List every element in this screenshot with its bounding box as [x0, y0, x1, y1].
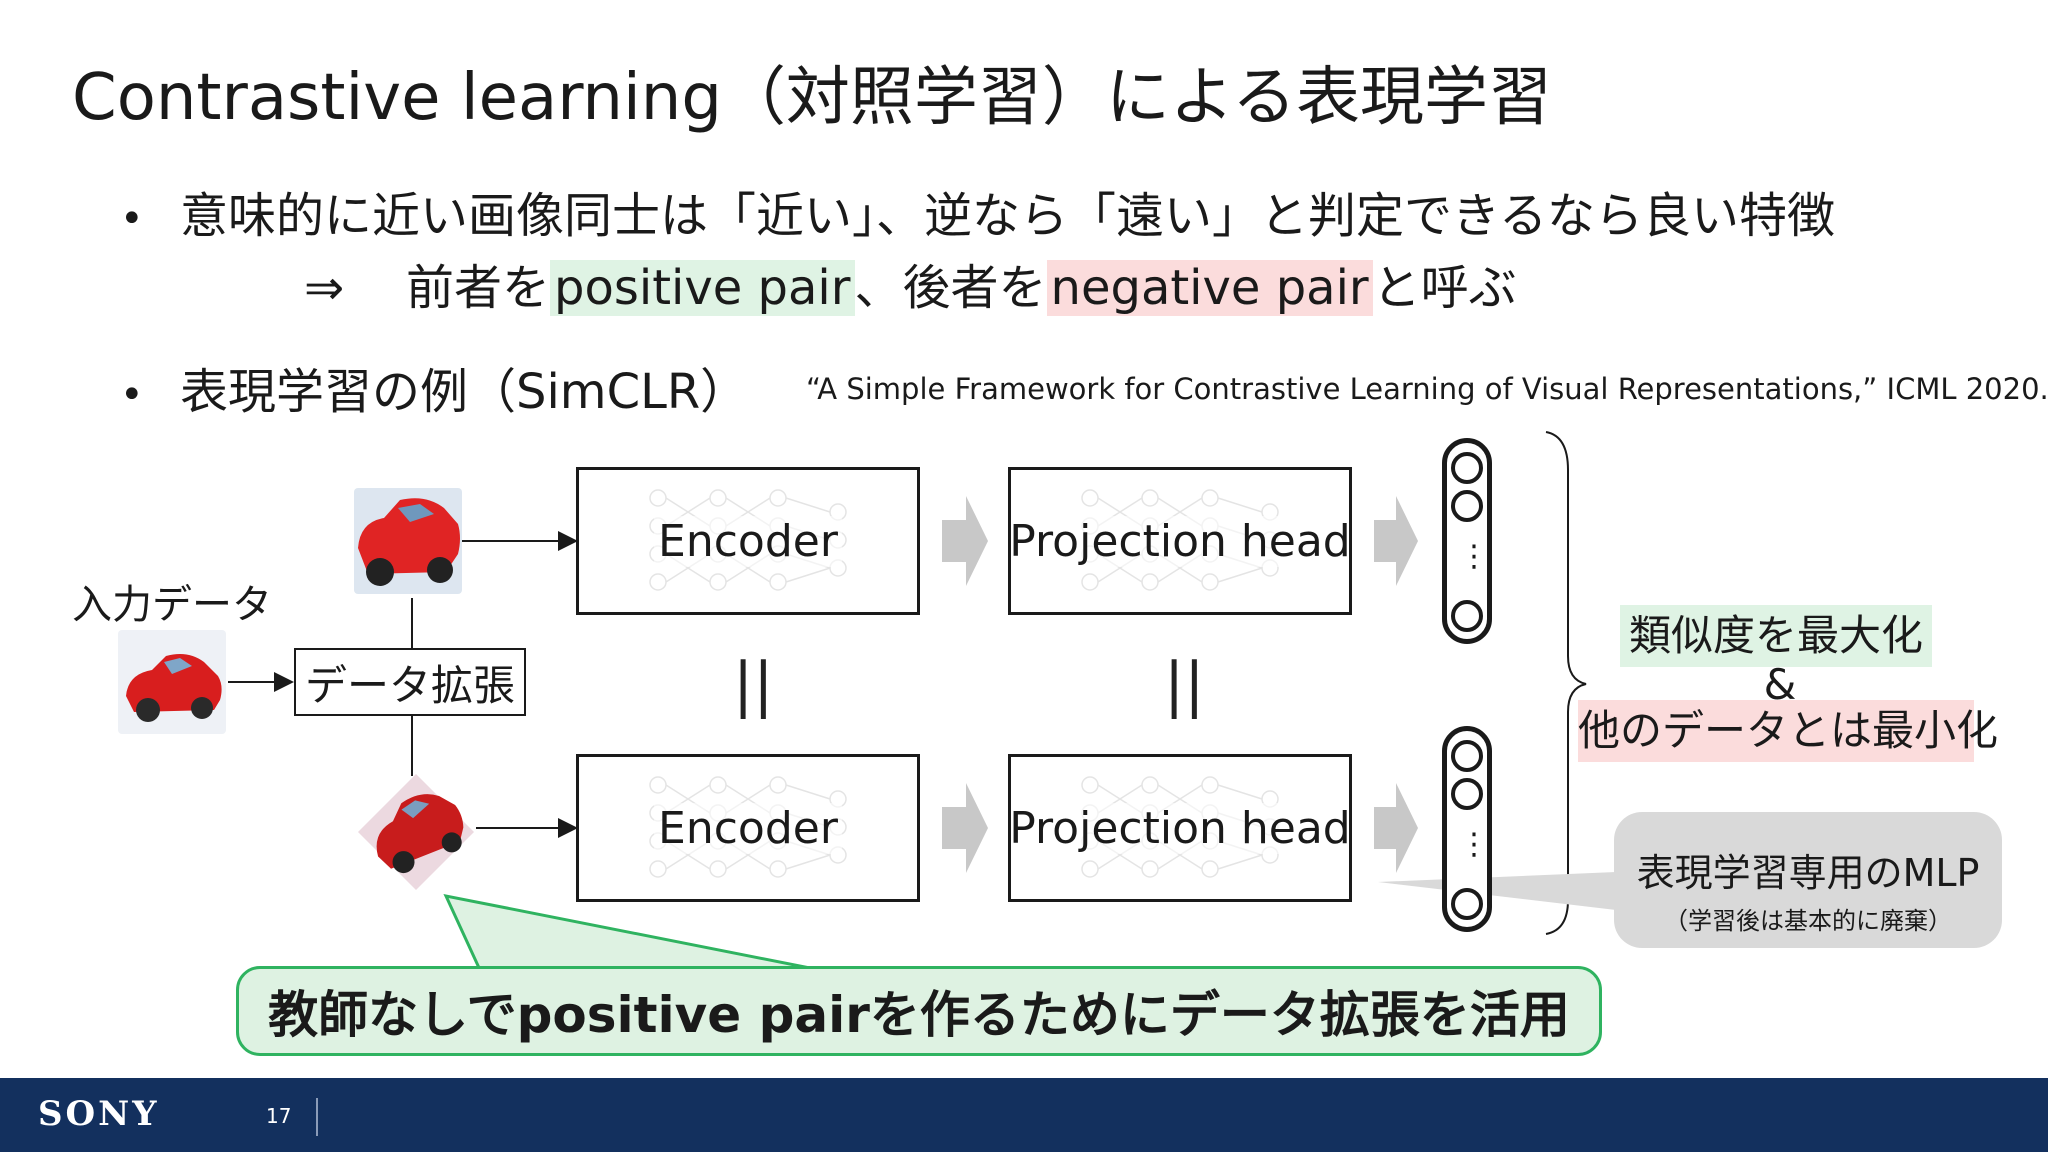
- mlp-note-bubble: 表現学習専用のMLP （学習後は基本的に廃棄）: [1614, 812, 2002, 948]
- encoder-box-bottom: Encoder: [576, 754, 920, 902]
- citation: “A Simple Framework for Contrastive Lear…: [806, 372, 2048, 406]
- footer-divider: [316, 1098, 318, 1136]
- shared-weights-sign-encoder: ||: [733, 650, 774, 720]
- projection-head-label: Projection head: [1011, 515, 1349, 567]
- input-label: 入力データ: [72, 582, 272, 628]
- page-number: 17: [266, 1104, 292, 1128]
- projection-head-label: Projection head: [1011, 802, 1349, 854]
- output-vector-top: ⋮: [1442, 438, 1492, 644]
- projection-head-box-top: Projection head: [1008, 467, 1352, 615]
- augmented-car-image-top: [354, 488, 462, 594]
- encoder-label: Encoder: [654, 515, 842, 567]
- input-car-image: [118, 630, 226, 734]
- output-vector-bottom: ⋮: [1442, 726, 1492, 932]
- suffix-text: と呼ぶ: [1372, 260, 1517, 316]
- vector-nodes: [1451, 452, 1483, 632]
- augmented-car-image-bottom: [358, 774, 474, 890]
- encoder-label: Encoder: [654, 802, 842, 854]
- maximize-similarity-label: 類似度を最大化: [1620, 605, 1932, 667]
- projection-head-box-bottom: Projection head: [1008, 754, 1352, 902]
- augmentation-callout: 教師なしでpositive pairを作るためにデータ拡張を活用: [236, 966, 1602, 1056]
- middle-text: 、後者を: [854, 260, 1047, 316]
- negative-pair-highlight: negative pair: [1046, 260, 1373, 316]
- sony-logo: SONY: [38, 1094, 160, 1134]
- mlp-note-subtitle: （学習後は基本的に廃棄）: [1664, 907, 1952, 935]
- vector-ellipsis: ⋮: [1459, 827, 1489, 862]
- bullet-marker: •: [120, 372, 144, 418]
- shared-weights-sign-projection: ||: [1164, 650, 1205, 720]
- footer-bar: [0, 1078, 2048, 1152]
- positive-pair-highlight: positive pair: [550, 260, 855, 316]
- data-augmentation-box: データ拡張: [294, 648, 526, 716]
- encoder-box-top: Encoder: [576, 467, 920, 615]
- bullet-2-text: 表現学習の例（SimCLR）: [180, 364, 749, 420]
- prefix-text: 前者を: [406, 260, 551, 316]
- bullet-marker: •: [120, 196, 144, 242]
- vector-ellipsis: ⋮: [1459, 539, 1489, 574]
- bullet-1-line2: 前者をpositive pair、後者をnegative pairと呼ぶ: [406, 256, 1517, 320]
- bullet-1-arrow: ⇒: [304, 260, 345, 316]
- vector-nodes: [1451, 740, 1483, 920]
- bullet-1-text: 意味的に近い画像同士は「近い」、逆なら「遠い」と判定できるなら良い特徴: [180, 188, 1836, 244]
- slide-title: Contrastive learning（対照学習）による表現学習: [72, 61, 1553, 135]
- minimize-others-label: 他のデータとは最小化: [1578, 700, 1998, 762]
- mlp-note-title: 表現学習専用のMLP: [1636, 851, 1980, 895]
